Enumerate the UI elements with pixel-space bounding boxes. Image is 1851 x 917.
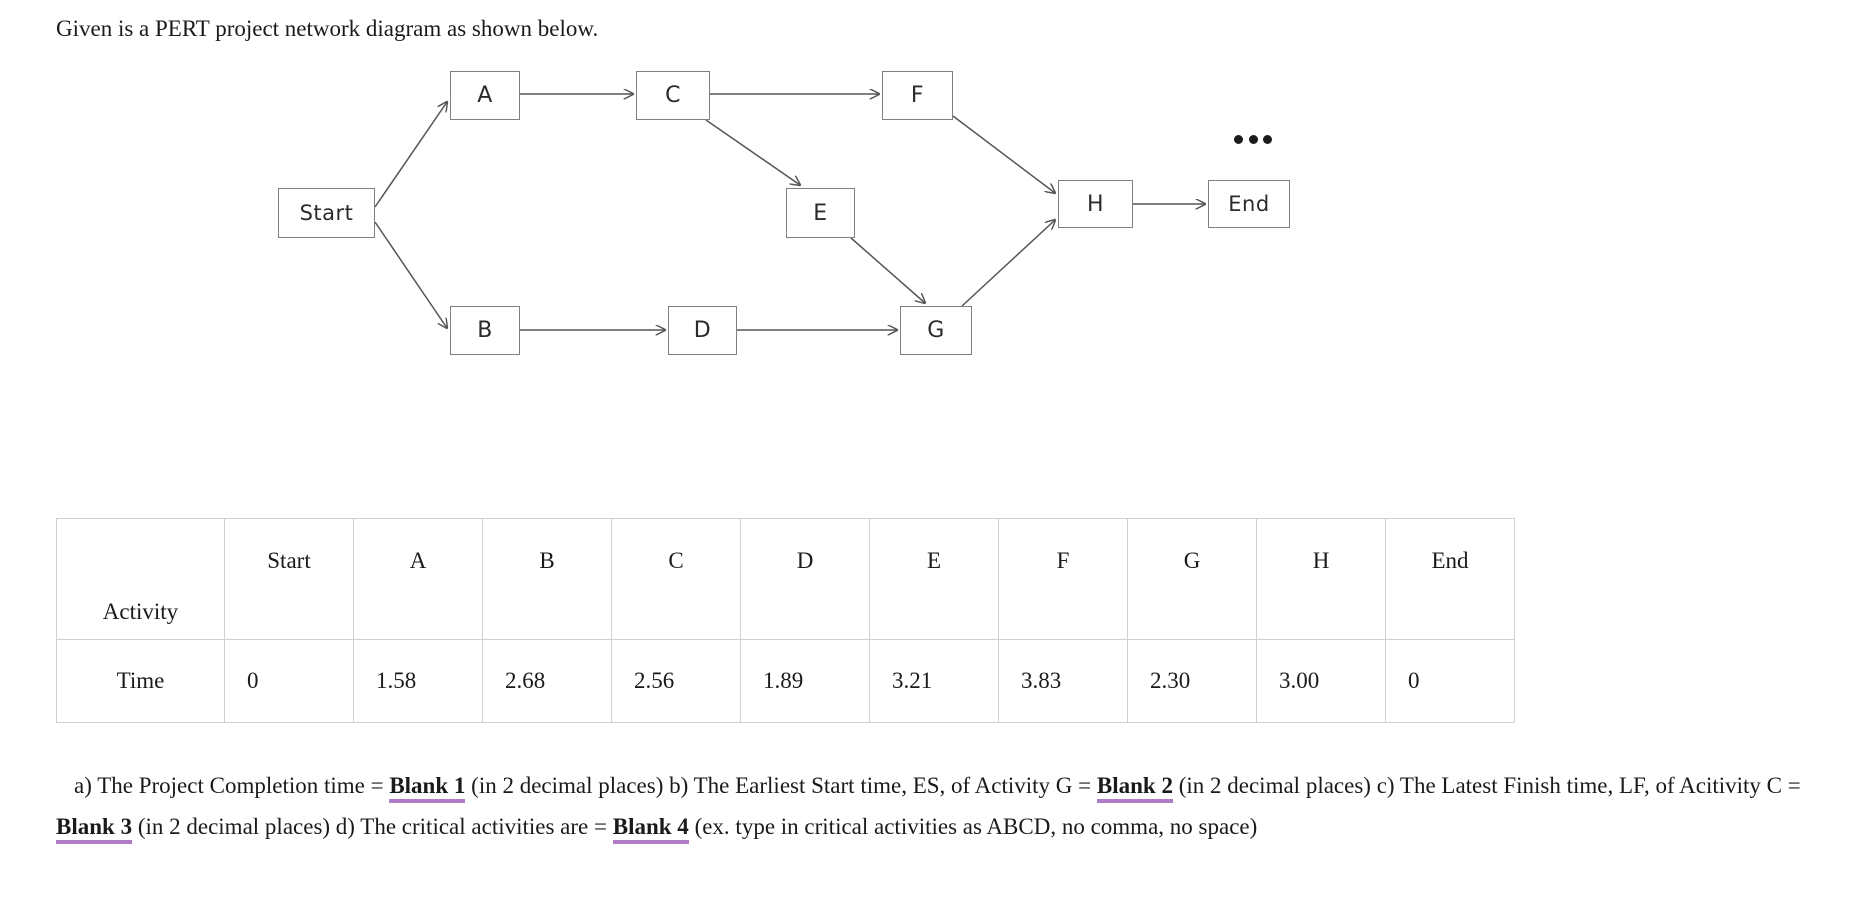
time-end: 0 — [1385, 639, 1515, 723]
time-d: 1.89 — [740, 639, 870, 723]
blank-field-2[interactable]: Blank 2 — [1096, 773, 1173, 803]
intro-text: Given is a PERT project network diagram … — [56, 16, 599, 41]
col-header-end: End — [1385, 518, 1515, 640]
time-g: 2.30 — [1127, 639, 1257, 723]
question-segment: (in 2 decimal places) d) The critical ac… — [132, 814, 613, 839]
edge-e-g — [850, 237, 925, 303]
node-b: B — [450, 306, 520, 355]
col-header-c: C — [611, 518, 741, 640]
col-header-b: B — [482, 518, 612, 640]
edge-start-a — [374, 102, 447, 208]
col-header-a: A — [353, 518, 483, 640]
pert-network-diagram: Start A B C D E F G H End — [0, 50, 1520, 400]
row-label-activity: Activity — [56, 518, 225, 640]
edge-group — [374, 94, 1205, 330]
question-segment: a) The Project Completion time = — [74, 773, 390, 798]
question-segment: (in 2 decimal places) b) The Earliest St… — [465, 773, 1097, 798]
node-start: Start — [278, 188, 375, 238]
node-end: End — [1208, 180, 1290, 228]
col-header-h: H — [1256, 518, 1386, 640]
time-h: 3.00 — [1256, 639, 1386, 723]
node-h: H — [1058, 180, 1133, 228]
col-header-start: Start — [224, 518, 354, 640]
node-g: G — [900, 306, 972, 355]
edge-start-b — [374, 221, 447, 328]
ellipsis-dot — [1234, 134, 1243, 144]
node-d: D — [668, 306, 737, 355]
ellipsis-dot — [1248, 134, 1258, 144]
time-start: 0 — [224, 639, 354, 723]
edge-g-h — [961, 220, 1055, 307]
col-header-f: F — [998, 518, 1128, 640]
blank-field-3[interactable]: Blank 3 — [56, 814, 133, 844]
row-label-time: Time — [56, 639, 225, 723]
node-f: F — [882, 71, 953, 120]
col-header-d: D — [740, 518, 870, 640]
time-c: 2.56 — [611, 639, 741, 723]
ellipsis-dot — [1263, 134, 1272, 144]
blank-field-1[interactable]: Blank 1 — [389, 773, 466, 803]
time-f: 3.83 — [998, 639, 1128, 723]
question-segment: (in 2 decimal places) c) The Latest Fini… — [1172, 773, 1801, 798]
ellipsis-horizontal-icon[interactable] — [1234, 128, 1272, 150]
question-segment: (ex. type in critical activities as ABCD… — [688, 814, 1258, 839]
node-e: E — [786, 188, 855, 238]
edge-f-h — [952, 115, 1055, 193]
question-paragraph: a) The Project Completion time = Blank 1… — [56, 765, 1816, 847]
table-row-time: Time 0 1.58 2.68 2.56 1.89 3.21 3.83 2.3… — [56, 639, 1515, 723]
activity-time-table: Activity Start A B C D E F G H End Time … — [56, 518, 1515, 723]
col-header-g: G — [1127, 518, 1257, 640]
table-row-header: Activity Start A B C D E F G H End — [56, 518, 1515, 640]
col-header-e: E — [869, 518, 999, 640]
time-a: 1.58 — [353, 639, 483, 723]
blank-field-4[interactable]: Blank 4 — [612, 814, 689, 844]
node-a: A — [450, 71, 520, 120]
node-c: C — [636, 71, 710, 120]
diagram-edges-layer — [374, 50, 1520, 400]
time-e: 3.21 — [869, 639, 999, 723]
time-b: 2.68 — [482, 639, 612, 723]
edge-c-e — [705, 119, 800, 185]
